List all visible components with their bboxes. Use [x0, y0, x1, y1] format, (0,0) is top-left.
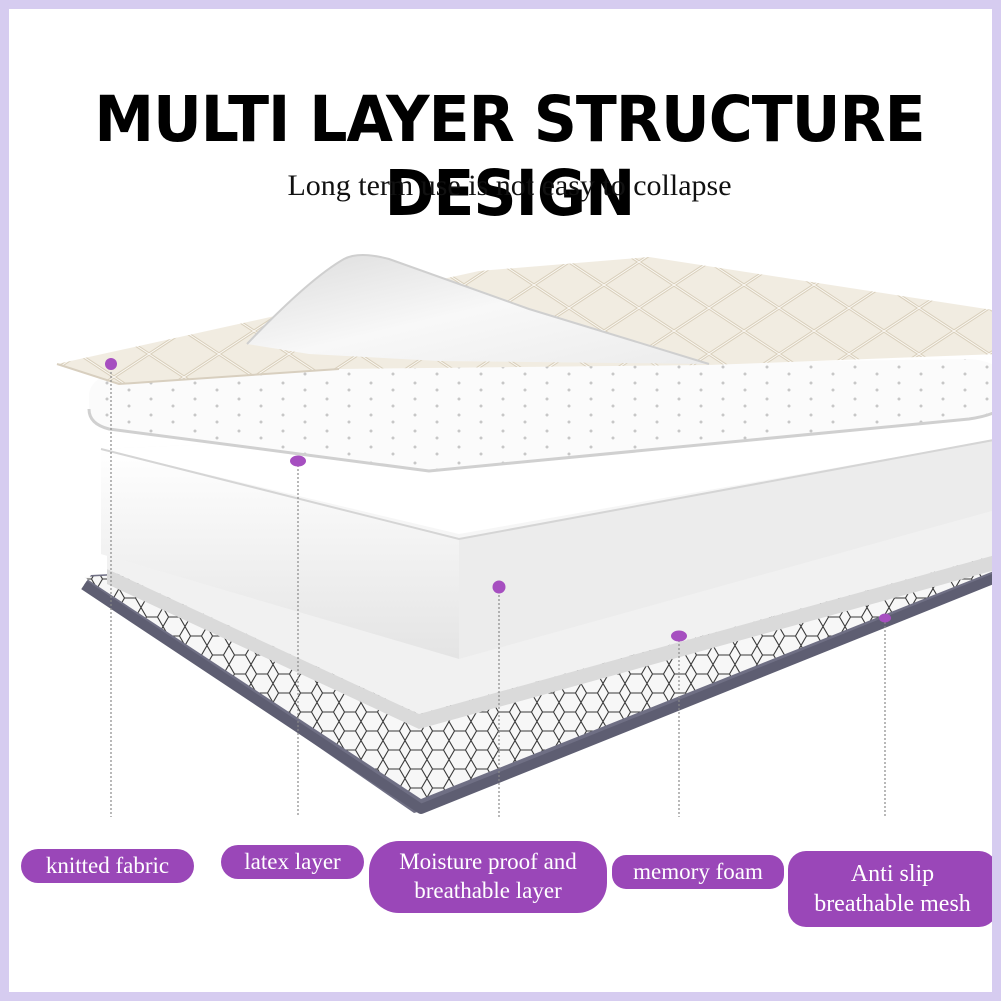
latex-layer — [87, 359, 992, 473]
pointer-latex-layer — [290, 455, 306, 817]
mattress-layers-illustration — [56, 254, 992, 817]
page-title: MULTI LAYER STRUCTURE DESIGN — [94, 83, 925, 231]
label-knitted-fabric: knitted fabric — [21, 849, 194, 883]
pointer-moisture-layer — [492, 580, 506, 817]
page-subtitle: Long term use is not easy to collapse — [287, 169, 732, 202]
knitted-fabric-layer — [56, 254, 992, 386]
pointer-memory-foam — [671, 630, 687, 817]
pointer-anti-slip-mesh — [879, 613, 891, 817]
label-latex-layer: latex layer — [221, 845, 364, 879]
label-anti-slip-line2: breathable mesh — [814, 891, 971, 917]
label-memory-foam: memory foam — [612, 855, 784, 889]
label-anti-slip-mesh: Anti slip breathable mesh — [788, 851, 992, 927]
label-anti-slip-line1: Anti slip — [850, 861, 935, 887]
pointer-knitted-fabric — [105, 358, 117, 817]
label-moisture-line2: breathable layer — [414, 878, 562, 903]
label-moisture-line1: Moisture proof and — [399, 849, 577, 875]
label-moisture-proof-layer: Moisture proof and breathable layer — [369, 841, 607, 913]
